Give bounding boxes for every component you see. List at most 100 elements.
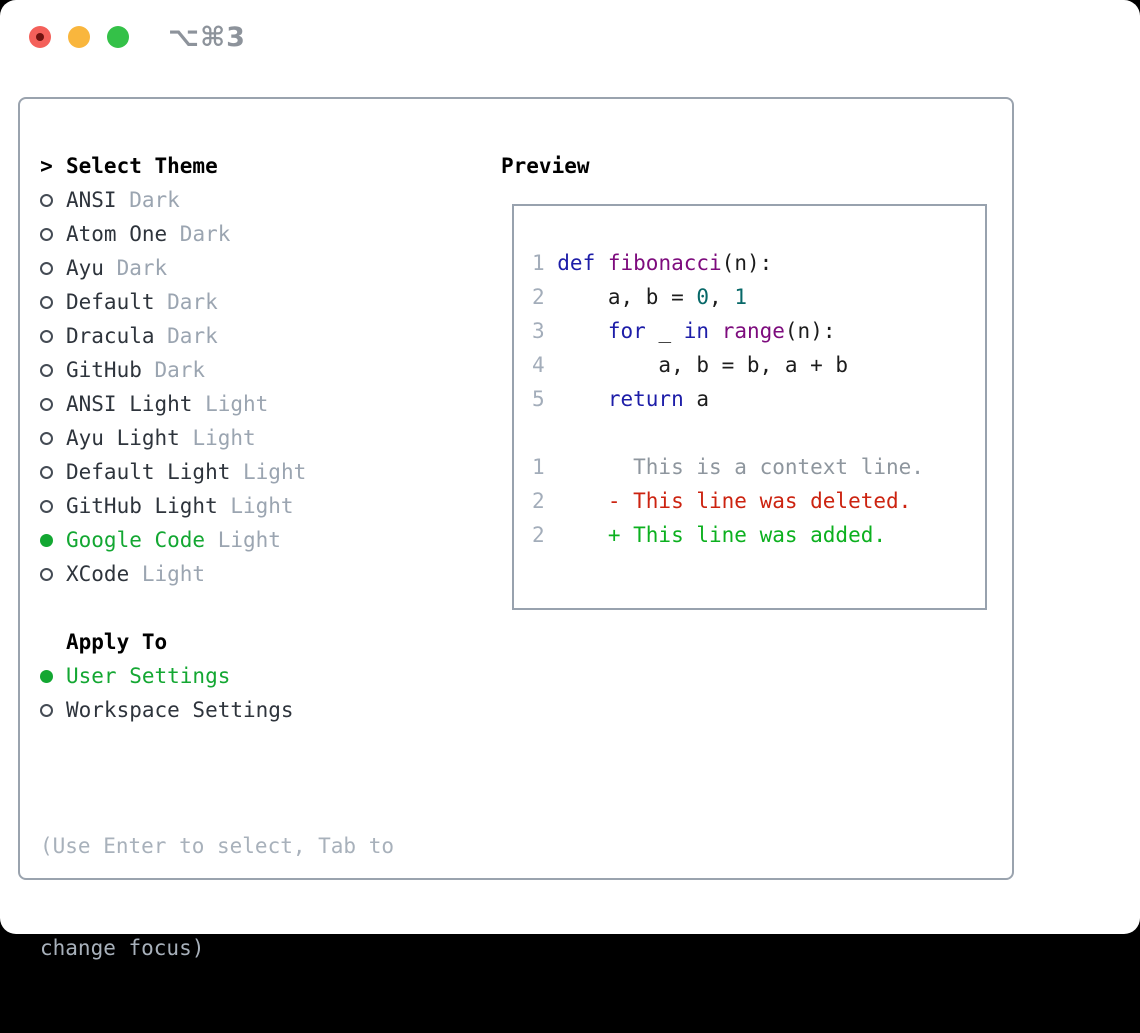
- theme-name: Ayu Light: [66, 426, 180, 450]
- theme-option[interactable]: Default Light Light: [20, 455, 490, 489]
- close-button[interactable]: [29, 26, 51, 48]
- theme-name: GitHub: [66, 358, 142, 382]
- apply-to-label: Apply To: [66, 630, 168, 654]
- theme-variant-label: Light: [217, 528, 281, 552]
- code-token-pl: a, b =: [557, 285, 697, 309]
- theme-variant-label: Dark: [167, 290, 218, 314]
- radio-icon: [40, 431, 53, 445]
- theme-variant-label: Light: [192, 426, 256, 450]
- radio-gutter: [40, 567, 53, 581]
- radio-icon: [40, 329, 53, 343]
- apply-to-option[interactable]: Workspace Settings: [20, 693, 490, 727]
- code-token-kw: for: [607, 319, 646, 343]
- theme-variant-label: Dark: [129, 188, 180, 212]
- theme-name: Ayu: [66, 256, 104, 280]
- hint-line-1: (Use Enter to select, Tab to: [40, 834, 395, 858]
- line-number: 1: [532, 455, 545, 479]
- blank-code-line: [532, 416, 985, 450]
- radio-gutter: [40, 193, 53, 207]
- radio-icon: [40, 397, 53, 411]
- radio-gutter: [40, 329, 53, 343]
- code-token-fn: range: [721, 319, 785, 343]
- line-number: 1: [532, 251, 545, 275]
- radio-gutter: [40, 533, 53, 547]
- code-token-pl: [557, 387, 608, 411]
- theme-option[interactable]: ANSI Dark: [20, 183, 490, 217]
- theme-variant-label: Light: [141, 562, 206, 586]
- zoom-button[interactable]: [107, 26, 129, 48]
- code-token-kw: return: [607, 387, 684, 411]
- theme-name: GitHub Light: [66, 494, 218, 518]
- code-token-pl: [595, 251, 608, 275]
- radio-icon: [40, 703, 53, 717]
- code-token-kw: def: [557, 251, 596, 275]
- code-line: 2 a, b = 0, 1: [532, 280, 985, 314]
- code-token-pl: a: [683, 387, 710, 411]
- radio-icon: [40, 499, 53, 513]
- minimize-button[interactable]: [68, 26, 90, 48]
- window-shortcut-label: ⌥⌘3: [168, 22, 246, 53]
- code-token-ctx: This is a context line.: [557, 455, 924, 479]
- radio-selected-icon: [40, 533, 53, 547]
- code-token-del: - This line was deleted.: [557, 489, 912, 513]
- radio-gutter: [40, 703, 53, 717]
- code-token-pl: [709, 319, 722, 343]
- line-number: 2: [532, 285, 545, 309]
- code-token-pl: a, b = b, a + b: [557, 353, 849, 377]
- keyboard-hint: (Use Enter to select, Tab to change focu…: [40, 761, 490, 1033]
- code-line: 3 for _ in range(n):: [532, 314, 985, 348]
- theme-option[interactable]: Default Dark: [20, 285, 490, 319]
- code-token-pl: ,: [709, 285, 735, 309]
- theme-option[interactable]: Ayu Light Light: [20, 421, 490, 455]
- radio-icon: [40, 295, 53, 309]
- spacer: [20, 727, 490, 761]
- theme-name: Default Light: [66, 460, 231, 484]
- line-number: 2: [532, 489, 545, 513]
- radio-gutter: [40, 431, 53, 445]
- line-number: 4: [532, 353, 545, 377]
- code-line: 2 + This line was added.: [532, 518, 985, 552]
- caret-icon: >: [40, 153, 53, 178]
- theme-option[interactable]: GitHub Light Light: [20, 489, 490, 523]
- line-number: 2: [532, 523, 545, 547]
- theme-option[interactable]: Atom One Dark: [20, 217, 490, 251]
- radio-gutter: [40, 261, 53, 275]
- theme-name: ANSI: [66, 188, 117, 212]
- theme-name: ANSI Light: [66, 392, 193, 416]
- radio-icon: [40, 465, 53, 479]
- radio-icon: [40, 363, 53, 377]
- spacer: [20, 591, 490, 625]
- radio-gutter: [40, 295, 53, 309]
- radio-gutter: [40, 363, 53, 377]
- line-number: 3: [532, 319, 545, 343]
- close-focus-dot: [36, 33, 44, 41]
- theme-name: Default: [66, 290, 155, 314]
- code-line: 1 This is a context line.: [532, 450, 985, 484]
- apply-to-header: Apply To: [20, 625, 490, 659]
- code-line: 2 - This line was deleted.: [532, 484, 985, 518]
- apply-to-option-label: User Settings: [66, 664, 231, 688]
- theme-variant-label: Dark: [179, 222, 231, 246]
- theme-variant-label: Light: [230, 494, 294, 518]
- code-token-pl: [557, 319, 608, 343]
- line-number: 5: [532, 387, 545, 411]
- radio-gutter: [40, 499, 53, 513]
- theme-name: Atom One: [66, 222, 168, 246]
- theme-variant-label: Light: [243, 460, 307, 484]
- apply-to-option[interactable]: User Settings: [20, 659, 490, 693]
- radio-gutter: [40, 227, 53, 241]
- radio-gutter: [40, 669, 53, 683]
- code-token-pl: _: [645, 319, 684, 343]
- apply-to-option-label: Workspace Settings: [66, 698, 294, 722]
